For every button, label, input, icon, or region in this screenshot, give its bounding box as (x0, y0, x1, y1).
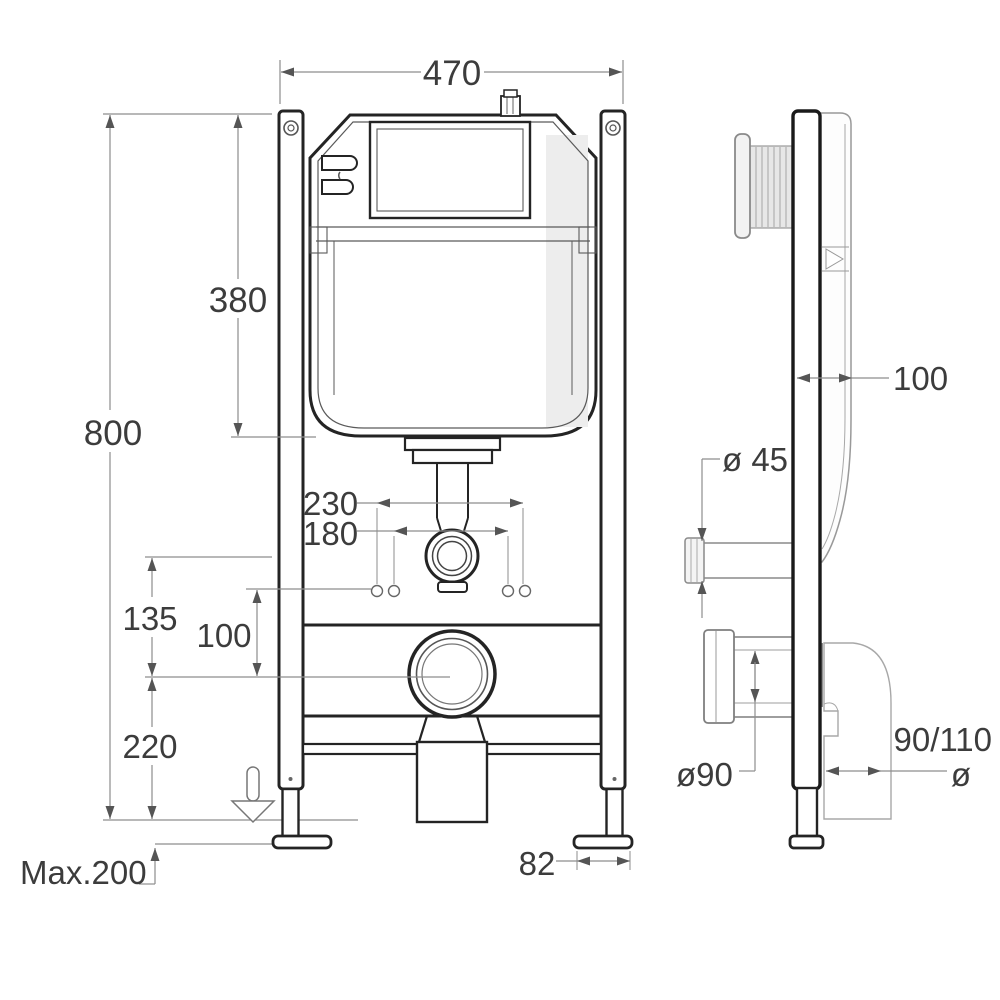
cistern-seam (309, 226, 597, 254)
frame-rail-right (599, 109, 627, 791)
dimension-labels: 470 800 380 230 180 135 100 220 Max.200 … (20, 54, 992, 891)
cistern-side-inner (821, 124, 846, 550)
dim-outlet-drop-label: 100 (196, 617, 251, 654)
dimension-lines (103, 60, 947, 885)
water-inlet-hook (321, 155, 358, 195)
fixing-bolt-holes (370, 584, 532, 598)
waste-duct (415, 740, 489, 824)
dim-flush-center-label: 135 (122, 600, 177, 637)
telescopic-leg-side (795, 786, 819, 839)
waste-pipe-stub (703, 629, 793, 724)
side-inlet-fitting (822, 246, 849, 272)
foot-plate-right (572, 834, 634, 850)
foot-plate-left (271, 834, 333, 850)
dim-depth-label: 100 (893, 360, 948, 397)
telescopic-leg-right (605, 787, 624, 839)
top-inlet-connector (500, 95, 521, 117)
dim-width-label: 470 (423, 54, 481, 93)
cistern-inner-shade (546, 135, 588, 427)
dim-flush-pipe-label: ø 45 (722, 441, 788, 478)
leg-screw-dot-left (288, 777, 293, 781)
waste-outlet-housing (301, 623, 603, 824)
access-panel-inner (376, 128, 524, 212)
waste-elbow-outline (814, 642, 892, 820)
dim-outlet-height-label: 220 (122, 728, 177, 765)
dim-outlet-sizes-label: 90/110 (894, 721, 992, 758)
dim-fixing-outer-label: 230 (303, 485, 358, 522)
floor-reference-lines (103, 819, 358, 845)
top-inlet-cap (503, 89, 518, 98)
actuator-sleeve (734, 133, 793, 239)
cistern-inner-wall (317, 121, 589, 429)
flush-valve-connector (424, 528, 480, 584)
frame-bar-side (791, 109, 822, 791)
dim-adjustment-label: Max.200 (20, 854, 147, 891)
side-view (684, 109, 892, 850)
dim-fixing-inner-label: 180 (303, 515, 358, 552)
screw-hole-right-inner (609, 124, 617, 132)
screw-hole-left (283, 120, 299, 136)
leg-screw-dot-right (612, 777, 617, 781)
foot-plate-side (788, 834, 825, 850)
front-view (230, 89, 634, 850)
telescopic-leg-left (281, 787, 300, 839)
dim-outlet-symbol-label: ø (951, 756, 971, 793)
access-panel (368, 120, 532, 220)
frame-rail-left (277, 109, 305, 791)
screw-hole-left-inner (287, 124, 295, 132)
screw-hole-right (605, 120, 621, 136)
cistern-side-profile (817, 112, 852, 563)
dim-height-label: 800 (84, 414, 142, 453)
flush-pipe-stub (684, 537, 793, 584)
height-adjust-arrow-icon (230, 766, 276, 824)
dim-cistern-label: 380 (209, 281, 267, 320)
dim-foot-label: 82 (519, 845, 556, 882)
dim-waste-pipe-label: ø90 (676, 756, 733, 793)
flush-pipe-assembly (403, 436, 502, 593)
